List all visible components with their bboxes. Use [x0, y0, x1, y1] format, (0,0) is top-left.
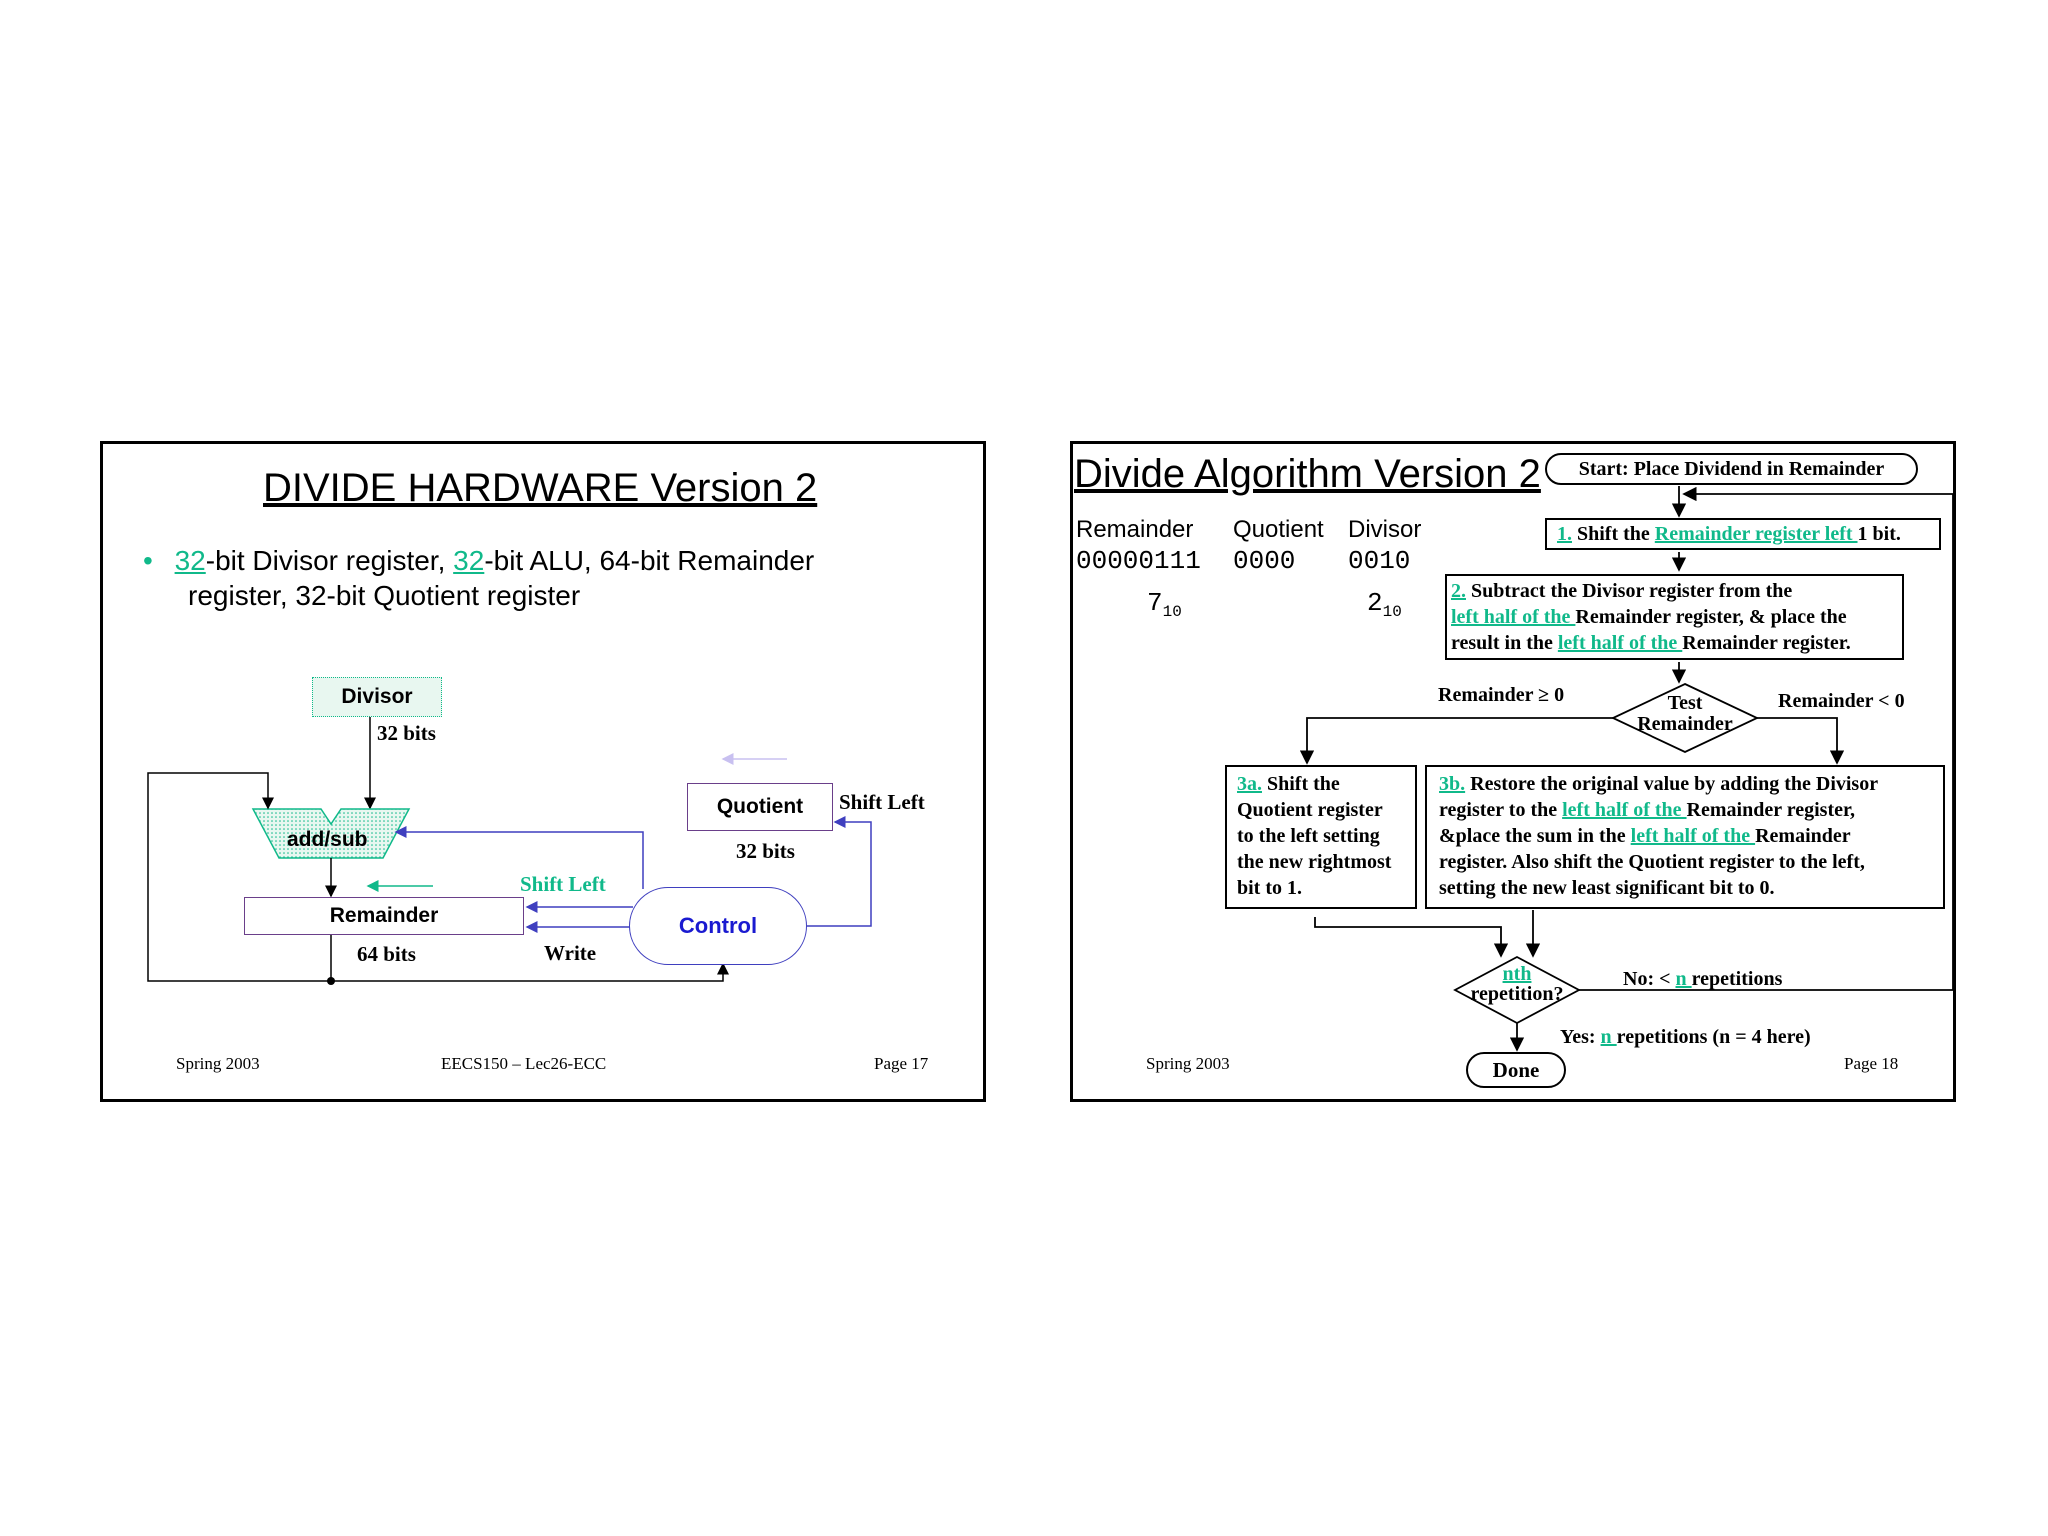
flowchart-wires: [1299, 486, 1953, 1052]
footer-course: EECS150 – Lec26-ECC: [441, 1054, 607, 1073]
bullet-text-a: -bit Divisor register,: [205, 545, 454, 576]
alu-shape: [251, 808, 411, 859]
divisor-bits-link: 32: [174, 545, 206, 576]
branch-lt-label: Remainder < 0: [1778, 690, 1905, 712]
value-quotient: 0000: [1233, 546, 1296, 576]
header-quotient: Quotient: [1233, 516, 1324, 543]
remainder-decimal: 710: [1147, 588, 1182, 622]
write-label: Write: [544, 941, 597, 965]
remainder-shift-label: Shift Left: [520, 872, 606, 896]
remainder-register: Remainder: [244, 897, 524, 935]
bullet-text-b: -bit ALU, 64-bit Remainder: [484, 545, 815, 576]
footer-date: Spring 2003: [1146, 1054, 1230, 1073]
quotient-shift-label: Shift Left: [839, 790, 925, 814]
branch-ge-label: Remainder ≥ 0: [1438, 684, 1565, 706]
control-unit: Control: [629, 887, 807, 965]
divisor-register: Divisor: [312, 677, 442, 717]
footer-page: Page 17: [874, 1054, 929, 1073]
bullet-dot: •: [143, 545, 153, 576]
slide-divide-hardware: DIVIDE HARDWARE Version 2 • 32-bit Divis…: [100, 441, 986, 1102]
step-1-box: 1. Shift the Remainder register left 1 b…: [1545, 518, 1941, 550]
footer-date: Spring 2003: [176, 1054, 260, 1073]
slide-divide-algorithm: Divide Algorithm Version 2 Remainder Quo…: [1070, 441, 1956, 1102]
divisor-bits-label: 32 bits: [377, 721, 436, 745]
header-remainder: Remainder: [1076, 516, 1194, 543]
alu-bits-link: 32: [453, 545, 485, 576]
repetition-label: nth repetition?: [1470, 963, 1564, 1005]
remainder-bits-label: 64 bits: [357, 942, 416, 966]
slide-title: Divide Algorithm Version 2: [1074, 452, 1541, 496]
bullet-line-2: register, 32-bit Quotient register: [188, 580, 581, 611]
slide-title: DIVIDE HARDWARE Version 2: [263, 466, 818, 510]
quotient-bits-label: 32 bits: [736, 839, 795, 863]
yes-branch-label: Yes: n repetitions (n = 4 here): [1560, 1026, 1811, 1048]
step-3b-box: 3b. Restore the original value by adding…: [1425, 765, 1945, 909]
no-branch-label: No: < n repetitions: [1623, 968, 1783, 990]
footer-page: Page 18: [1844, 1054, 1899, 1073]
header-divisor: Divisor: [1348, 516, 1422, 543]
quotient-register: Quotient: [687, 783, 833, 831]
step-3a-box: 3a. Shift the Quotient register to the l…: [1225, 765, 1417, 909]
value-remainder: 00000111: [1076, 546, 1201, 576]
hardware-diagram-wires: [147, 717, 872, 985]
divisor-decimal: 210: [1367, 588, 1402, 622]
start-terminal: Start: Place Dividend in Remainder: [1545, 453, 1918, 485]
step-2-box: 2. Subtract the Divisor register from th…: [1445, 574, 1904, 660]
value-divisor: 0010: [1348, 546, 1411, 576]
bullet-item: • 32-bit Divisor register, 32-bit ALU, 6…: [143, 544, 814, 578]
test-remainder-label: Test Remainder: [1637, 692, 1733, 735]
test-diamond: [1610, 683, 1760, 753]
alu-label: add/sub: [287, 828, 368, 851]
done-terminal: Done: [1466, 1052, 1566, 1088]
